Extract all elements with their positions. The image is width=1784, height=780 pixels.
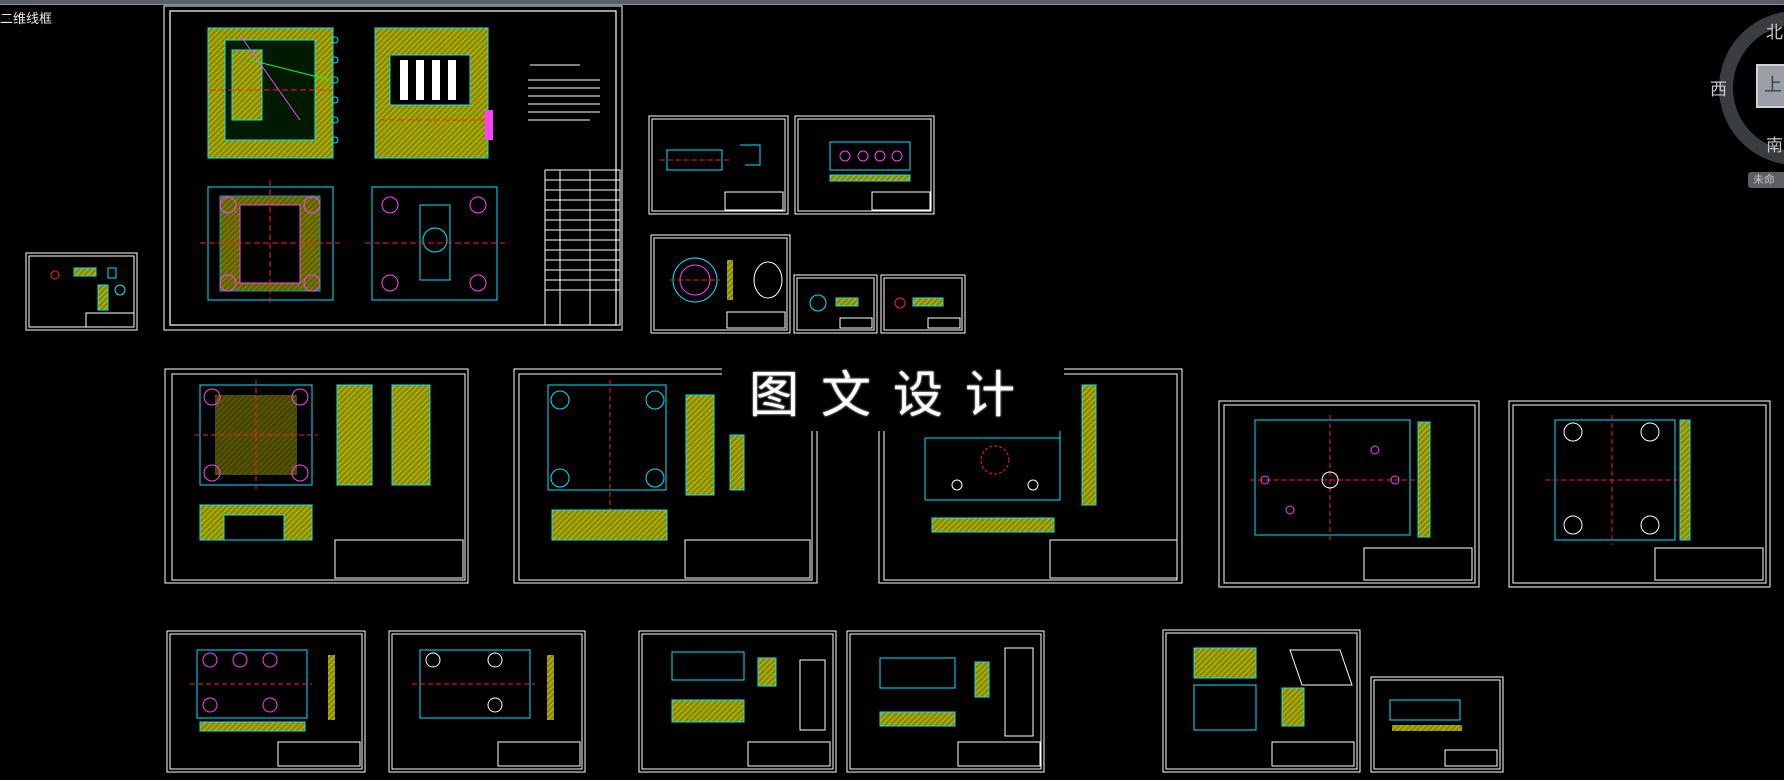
viewport-visual-style-label[interactable]: 二维线框 bbox=[0, 12, 53, 27]
wcs-menu-button[interactable]: 未命名 bbox=[1748, 172, 1784, 188]
drawing-sheet-bottom-1[interactable] bbox=[166, 630, 366, 773]
compass-west-label[interactable]: 西 bbox=[1710, 80, 1727, 100]
viewcube-compass-ring[interactable] bbox=[1700, 10, 1784, 180]
drawing-sheet-assembly[interactable] bbox=[163, 5, 623, 331]
drawing-sheet-middle-4[interactable] bbox=[1218, 400, 1480, 588]
watermark-text: 图文设计 bbox=[749, 366, 1037, 424]
drawing-sheet-middle-2[interactable] bbox=[513, 368, 818, 584]
compass-south-label[interactable]: 南 bbox=[1766, 136, 1783, 156]
drawing-sheet-part-d[interactable] bbox=[793, 274, 878, 334]
drawing-sheet-small-left[interactable] bbox=[25, 252, 138, 331]
drawing-sheet-bottom-2[interactable] bbox=[388, 630, 586, 773]
viewcube[interactable] bbox=[1700, 10, 1784, 190]
top-border-bar bbox=[0, 0, 1784, 5]
watermark-backdrop bbox=[722, 365, 1064, 431]
drawing-sheet-part-e[interactable] bbox=[880, 274, 966, 334]
drawing-sheet-part-c[interactable] bbox=[650, 234, 791, 334]
drawing-sheet-bottom-5[interactable] bbox=[1162, 629, 1361, 773]
viewcube-top-face[interactable]: 上 bbox=[1756, 64, 1784, 108]
drawing-sheet-part-a[interactable] bbox=[648, 115, 789, 215]
drawing-sheet-bottom-6[interactable] bbox=[1370, 676, 1504, 773]
drawing-sheet-bottom-3[interactable] bbox=[638, 630, 837, 773]
compass-north-label[interactable]: 北 bbox=[1766, 23, 1783, 43]
drawing-sheet-bottom-4[interactable] bbox=[846, 630, 1045, 773]
drawing-sheet-middle-1[interactable] bbox=[164, 368, 469, 584]
drawing-sheet-part-b[interactable] bbox=[794, 115, 935, 215]
drawing-sheet-middle-5[interactable] bbox=[1508, 400, 1771, 588]
